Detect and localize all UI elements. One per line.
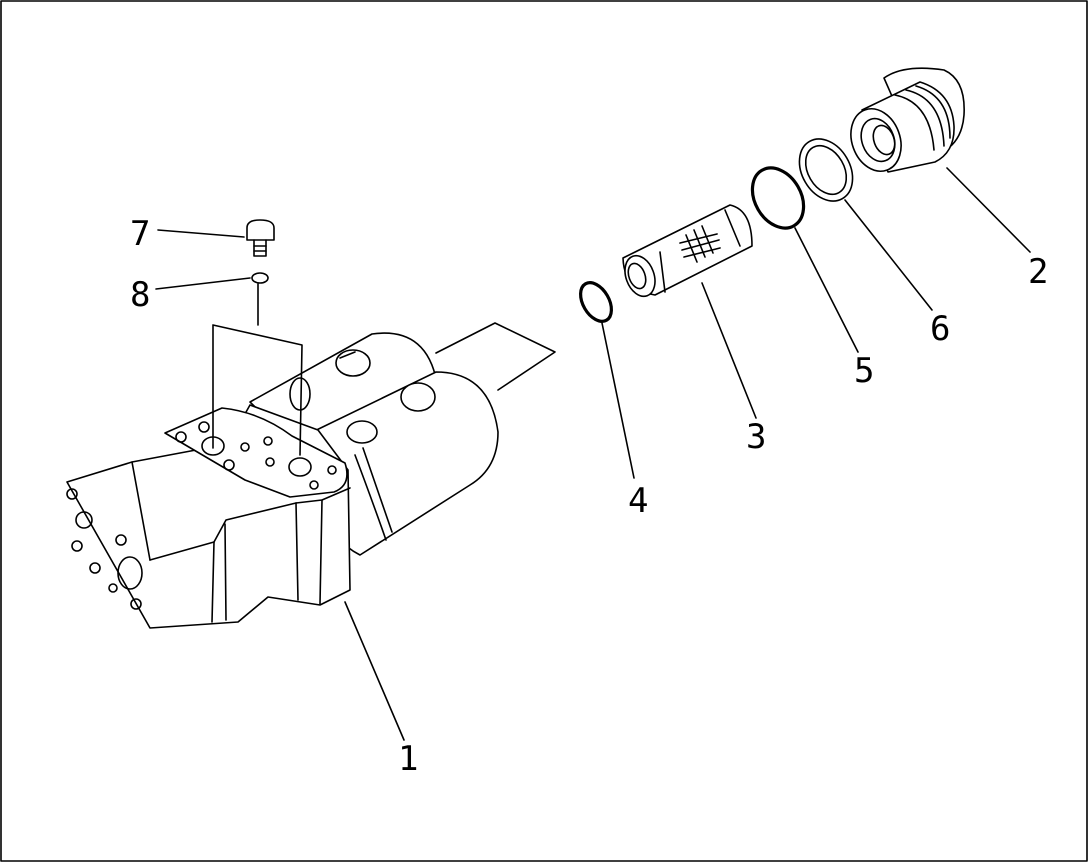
- callout-5: 5: [854, 351, 874, 391]
- leader-line-7: [157, 229, 245, 238]
- callout-6: 6: [930, 309, 950, 349]
- part-4-oring: [579, 281, 613, 323]
- part-1-housing: [66, 322, 556, 629]
- leader-line-2: [946, 167, 1031, 253]
- part-7-plug: [246, 219, 275, 257]
- part-8-oring: [251, 272, 269, 284]
- leader-line-3: [701, 282, 757, 419]
- plug-axis-plane: [212, 283, 303, 456]
- leader-line-8: [155, 277, 251, 290]
- part-6-washer: [798, 138, 854, 202]
- part-5-oring: [750, 166, 806, 230]
- part-3-filter: [622, 204, 753, 298]
- callout-7: 7: [130, 214, 150, 254]
- callout-2: 2: [1028, 252, 1048, 292]
- leader-line-4: [601, 322, 635, 479]
- leader-line-1: [344, 601, 405, 741]
- callout-1: 1: [398, 739, 418, 779]
- callout-4: 4: [628, 481, 648, 521]
- leader-line-5: [794, 227, 859, 353]
- callout-8: 8: [130, 275, 150, 315]
- callout-3: 3: [746, 417, 766, 457]
- part-2-cap: [850, 67, 965, 173]
- leader-line-6: [844, 199, 933, 311]
